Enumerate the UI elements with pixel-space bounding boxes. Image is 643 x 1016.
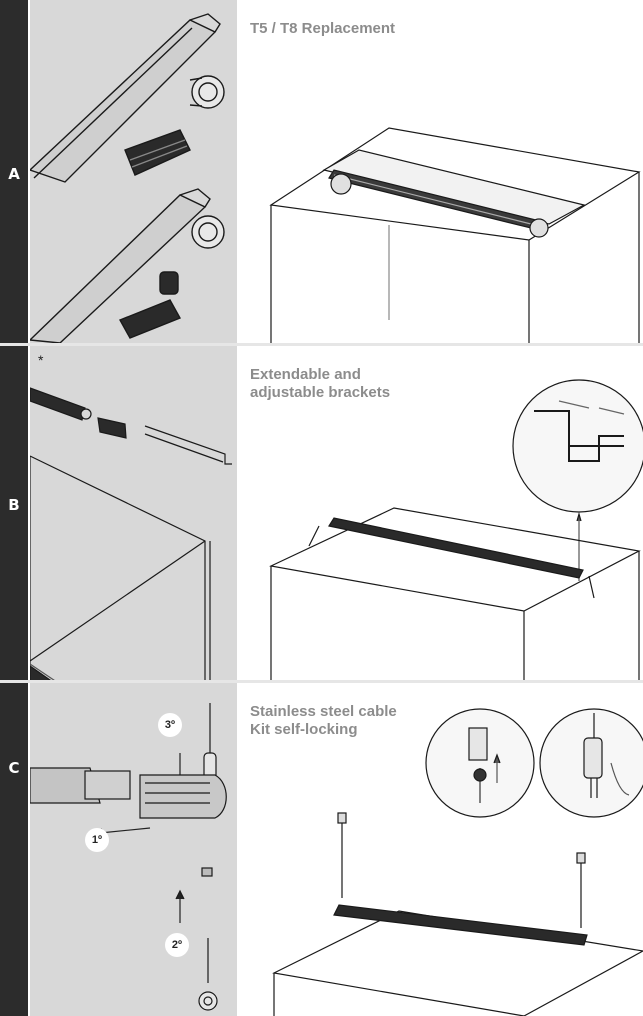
section-a: A T5 / T8 xyxy=(0,0,643,343)
step-2-badge: 2º xyxy=(165,933,189,957)
separator-bc xyxy=(0,680,643,683)
aquarium-lamp-a-drawing xyxy=(269,127,641,343)
section-a-illustration-detail xyxy=(30,0,237,343)
separator-ab xyxy=(0,343,643,346)
section-a-letter: A xyxy=(8,165,20,183)
section-c-title: Stainless steel cable Kit self-locking xyxy=(250,703,397,738)
aquarium-lamp-b-drawing xyxy=(269,379,643,680)
asterisk-mark: * xyxy=(38,352,44,368)
section-c-letter: C xyxy=(8,759,20,777)
section-a-main: T5 / T8 Replacement xyxy=(239,0,643,343)
section-c-main: Stainless steel cable Kit self-locking xyxy=(239,683,643,1016)
section-a-band xyxy=(0,0,28,343)
section-b: B * Extendable and adjustable brackets xyxy=(0,346,643,680)
section-c-illustration-detail: 3º 1º 2º xyxy=(30,683,237,1016)
step-3-badge: 3º xyxy=(158,713,182,737)
bracket-detail-drawing xyxy=(30,387,232,680)
cable-kit-detail-drawing xyxy=(30,703,227,1011)
section-b-main: Extendable and adjustable brackets xyxy=(239,346,643,680)
section-b-illustration-detail: * xyxy=(30,346,237,680)
aquarium-lamp-c-drawing xyxy=(272,708,643,1016)
section-a-title: T5 / T8 Replacement xyxy=(250,20,396,37)
section-b-letter: B xyxy=(8,496,20,514)
section-b-band xyxy=(0,346,28,680)
section-c-band xyxy=(0,683,28,1016)
section-c: C 3º 1º xyxy=(0,683,643,1016)
step-1-badge: 1º xyxy=(85,828,109,852)
lamp-endcap-drawing xyxy=(30,13,225,343)
section-b-title: Extendable and adjustable brackets xyxy=(250,366,391,401)
